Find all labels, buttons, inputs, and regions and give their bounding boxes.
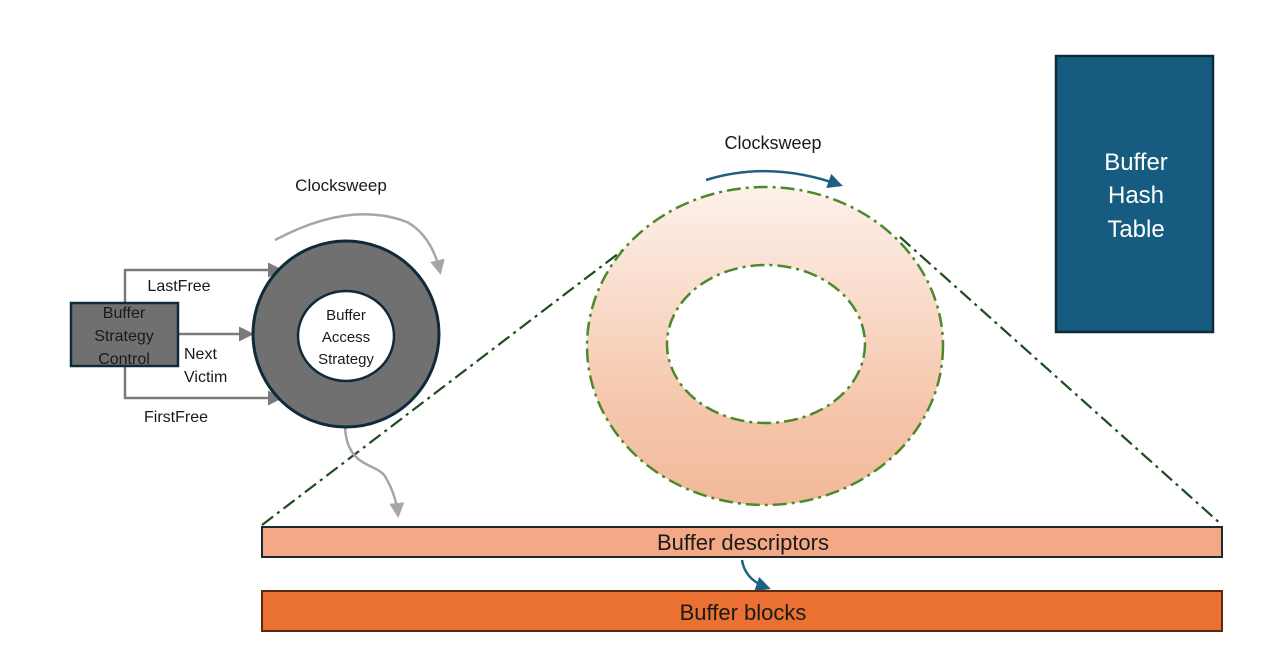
hash-table-box [1054, 54, 1215, 334]
first-free-label: FirstFree [144, 409, 208, 426]
hash-table-label-line2: Hash [1108, 182, 1164, 209]
access-strategy-label-line1: Buffer [326, 307, 366, 324]
strategy-control-box [69, 301, 180, 368]
projection-line-right [899, 236, 1223, 526]
large-clocksweep-label: Clocksweep [724, 133, 821, 153]
small-clock-ring [251, 239, 441, 429]
next-victim-label-line2: Victim [184, 369, 227, 386]
hash-table-label-line3: Table [1107, 216, 1164, 243]
large-clocksweep-arrow [705, 169, 843, 189]
access-strategy-label-line3: Strategy [318, 351, 374, 368]
strategy-control-label-line2: Strategy [94, 328, 154, 345]
next-victim-label-line1: Next [184, 346, 217, 363]
descriptors-bar [261, 526, 1223, 558]
blocks-bar [261, 590, 1223, 632]
projection-line-left [261, 236, 641, 526]
large-clock-ring [585, 185, 945, 507]
first-free-arrow [123, 366, 283, 406]
blocks-label: Buffer blocks [680, 600, 807, 625]
large-ring-outer-border [585, 185, 945, 507]
last-free-label: LastFree [147, 278, 210, 295]
strategy-control-label-line1: Buffer [103, 305, 146, 322]
access-strategy-label-line2: Access [322, 329, 370, 346]
large-ring-inner-border [665, 263, 867, 425]
access-strategy-hole [296, 289, 396, 383]
strategy-control-label-line3: Control [98, 351, 150, 368]
last-free-arrow [123, 262, 283, 303]
ring-to-descriptors-arrow [343, 427, 405, 518]
hash-table-label-line1: Buffer [1104, 149, 1168, 176]
small-clocksweep-label: Clocksweep [295, 176, 387, 195]
small-clocksweep-arrow [274, 212, 445, 275]
descriptors-label: Buffer descriptors [657, 530, 829, 555]
descriptors-to-blocks-arrow [740, 559, 771, 592]
